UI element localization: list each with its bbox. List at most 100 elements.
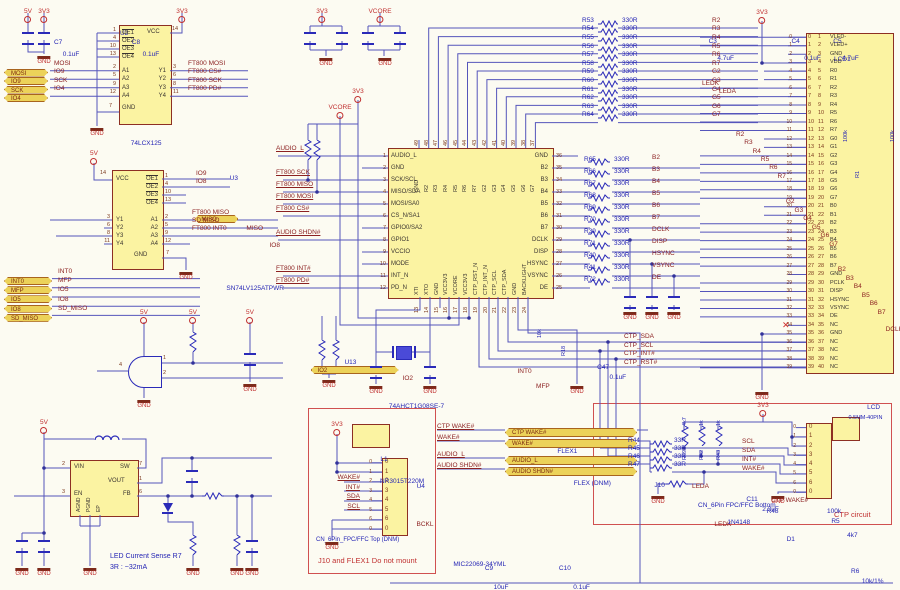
net-flag[interactable]: IO4 bbox=[4, 94, 48, 102]
l1-inductor[interactable] bbox=[94, 432, 122, 441]
c1-capacitor[interactable] bbox=[370, 366, 382, 379]
power-port-5v[interactable]: 5V bbox=[40, 419, 48, 434]
power-port-3v3[interactable]: 3V3 bbox=[331, 421, 343, 436]
connector-j10[interactable] bbox=[382, 458, 408, 536]
net-flag[interactable]: CTP WAKE# bbox=[505, 428, 637, 437]
net-flag[interactable]: IO5 bbox=[4, 295, 52, 303]
net-flag[interactable]: SCK bbox=[4, 86, 48, 94]
c12-capacitor[interactable] bbox=[246, 540, 258, 553]
net-flag[interactable]: AUDIO_L bbox=[505, 456, 637, 465]
power-port-3v3[interactable]: 3V3 bbox=[316, 8, 328, 23]
r4-resistor[interactable] bbox=[332, 340, 340, 360]
c51-capacitor[interactable] bbox=[668, 296, 680, 309]
power-port-vcore[interactable]: VCORE bbox=[328, 104, 352, 119]
r48-resistor[interactable] bbox=[666, 480, 688, 488]
y1-crystal[interactable] bbox=[392, 346, 416, 360]
c3-capacitor[interactable] bbox=[304, 32, 316, 45]
net-flag[interactable]: WAKE# bbox=[505, 439, 637, 448]
power-port-5v[interactable]: 5V bbox=[246, 309, 254, 324]
ctp1-component[interactable] bbox=[832, 417, 860, 441]
io2-flag[interactable]: IO2 bbox=[311, 366, 399, 374]
power-port-5v[interactable]: 5V bbox=[24, 8, 32, 23]
r6-resistor[interactable] bbox=[189, 535, 197, 555]
c2-capacitor[interactable] bbox=[424, 366, 436, 379]
power-port-5v[interactable]: 5V bbox=[189, 309, 197, 324]
ic-u2-buffer[interactable] bbox=[119, 25, 172, 125]
c10-capacitor[interactable] bbox=[38, 540, 50, 553]
r1-resistor[interactable] bbox=[304, 140, 312, 160]
power-port-3v3[interactable]: 3V3 bbox=[757, 402, 769, 417]
net-flag[interactable]: SD_MISO bbox=[4, 314, 52, 322]
c50-capacitor[interactable] bbox=[646, 296, 658, 309]
c11-capacitor[interactable] bbox=[186, 470, 198, 483]
c49-capacitor[interactable] bbox=[624, 296, 636, 309]
connector-j7-ctp[interactable] bbox=[806, 423, 832, 499]
c8-capacitor[interactable] bbox=[38, 32, 50, 45]
c47-capacitor[interactable] bbox=[244, 353, 256, 366]
power-port-5v[interactable]: 5V bbox=[140, 309, 148, 324]
c4-capacitor[interactable] bbox=[336, 32, 348, 45]
power-port-3v3[interactable]: 3V3 bbox=[38, 8, 50, 23]
net-flag[interactable]: MOSI bbox=[4, 69, 48, 77]
r5-resistor[interactable] bbox=[202, 492, 224, 500]
and-gate-u13[interactable] bbox=[128, 356, 162, 388]
c6-capacitor[interactable] bbox=[394, 32, 406, 45]
net-flag[interactable]: INT0 bbox=[4, 277, 52, 285]
c7-capacitor[interactable] bbox=[22, 32, 34, 45]
net-flag[interactable]: IO9 bbox=[4, 77, 48, 85]
c9-capacitor[interactable] bbox=[16, 540, 28, 553]
r18-resistor[interactable] bbox=[189, 332, 197, 352]
ic-u1-ft801q[interactable] bbox=[388, 148, 554, 299]
d1-diode[interactable] bbox=[163, 503, 173, 512]
r3-resistor[interactable] bbox=[318, 340, 326, 360]
connector-j1-lcd[interactable] bbox=[806, 33, 894, 374]
r2-resistor[interactable] bbox=[313, 140, 321, 160]
c5-capacitor[interactable] bbox=[362, 32, 374, 45]
power-port-vcore[interactable]: VCORE bbox=[368, 8, 392, 23]
power-port-5v[interactable]: 5V bbox=[90, 150, 98, 165]
power-port-3v3[interactable]: 3V3 bbox=[756, 9, 768, 24]
net-flag[interactable]: IO8 bbox=[4, 305, 52, 313]
ic-u3-buffer[interactable] bbox=[112, 170, 164, 270]
net-flag[interactable]: MFP bbox=[4, 286, 52, 294]
